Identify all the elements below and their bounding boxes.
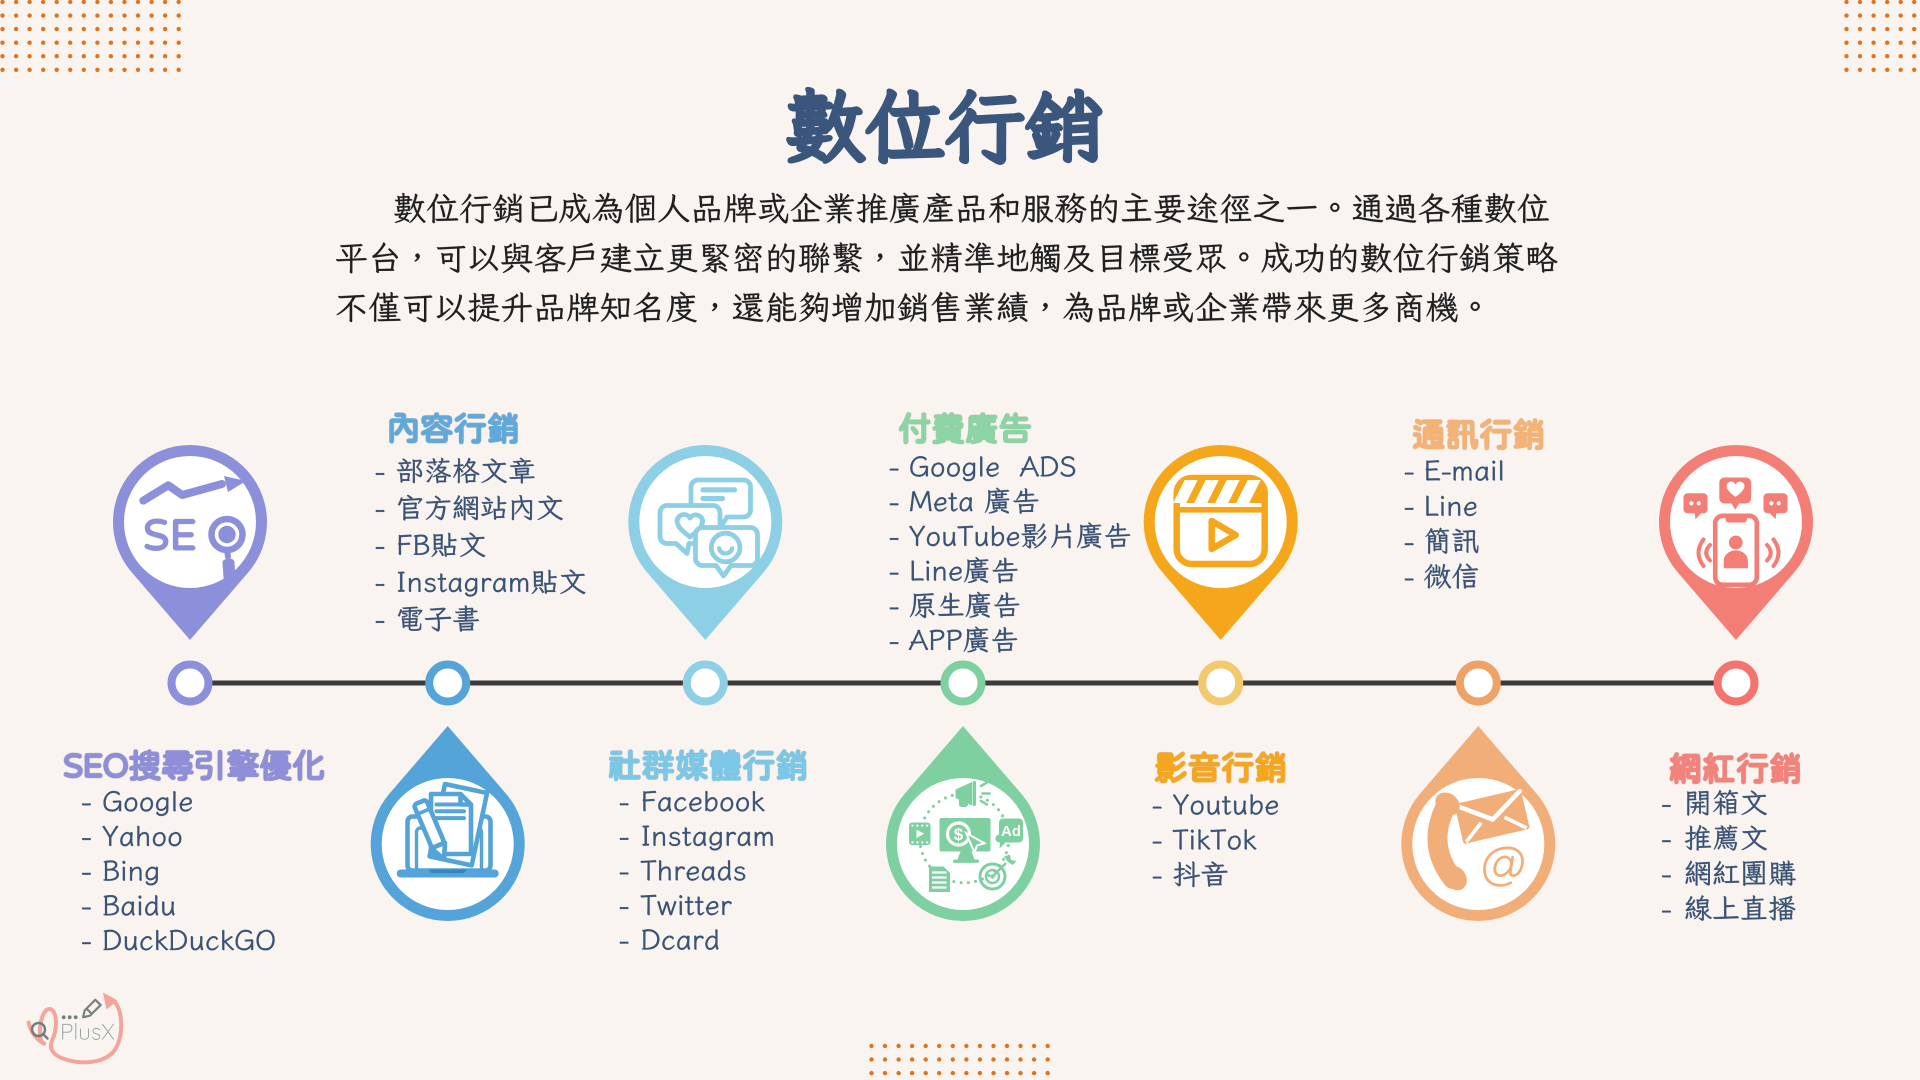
svg-text:Ad: Ad <box>1001 823 1021 840</box>
svg-text:$: $ <box>954 825 964 844</box>
